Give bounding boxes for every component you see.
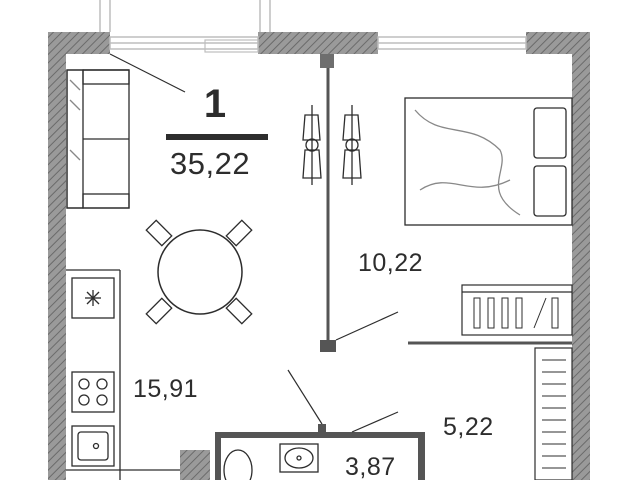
title-underline — [166, 134, 268, 140]
living-door-swing — [287, 369, 323, 425]
dining-table — [145, 219, 253, 325]
sofa — [66, 69, 130, 209]
exterior-walls — [48, 32, 590, 480]
total-area: 35,22 — [170, 146, 251, 181]
rooms-count: 1 — [203, 82, 227, 126]
partition-bedroom — [320, 54, 334, 68]
bathroom-sink — [284, 447, 314, 469]
wardrobe — [461, 284, 573, 336]
wall-right — [572, 32, 590, 480]
bathroom-area: 3,87 — [345, 453, 396, 481]
balcony-door-swing — [109, 53, 186, 93]
bathroom-wall-top — [215, 432, 425, 438]
balcony-door-leaf — [204, 39, 259, 53]
kitchen-sink — [71, 425, 115, 467]
living-kitchen-area: 15,91 — [133, 375, 199, 403]
bathroom-door-swing — [351, 411, 399, 433]
bathroom-wall-right — [418, 432, 425, 480]
cooktop — [71, 371, 115, 413]
wall-top-middle — [258, 32, 378, 54]
bedroom-area: 10,22 — [358, 249, 424, 277]
kitchen — [66, 269, 180, 480]
hallway-area: 5,22 — [443, 413, 494, 441]
interior-walls — [180, 54, 572, 480]
wall-left — [48, 32, 66, 480]
bathroom-wall-left — [215, 432, 221, 480]
wall-top-left — [48, 32, 110, 54]
balcony-window-lines — [99, 0, 271, 32]
bed — [404, 97, 573, 226]
ceiling-fan-icon — [302, 105, 362, 185]
toilet — [223, 449, 253, 485]
bathroom-fixtures — [223, 443, 319, 485]
shaft — [180, 450, 210, 480]
bedroom-door-swing — [335, 311, 399, 341]
hallway-wardrobe — [534, 347, 573, 481]
